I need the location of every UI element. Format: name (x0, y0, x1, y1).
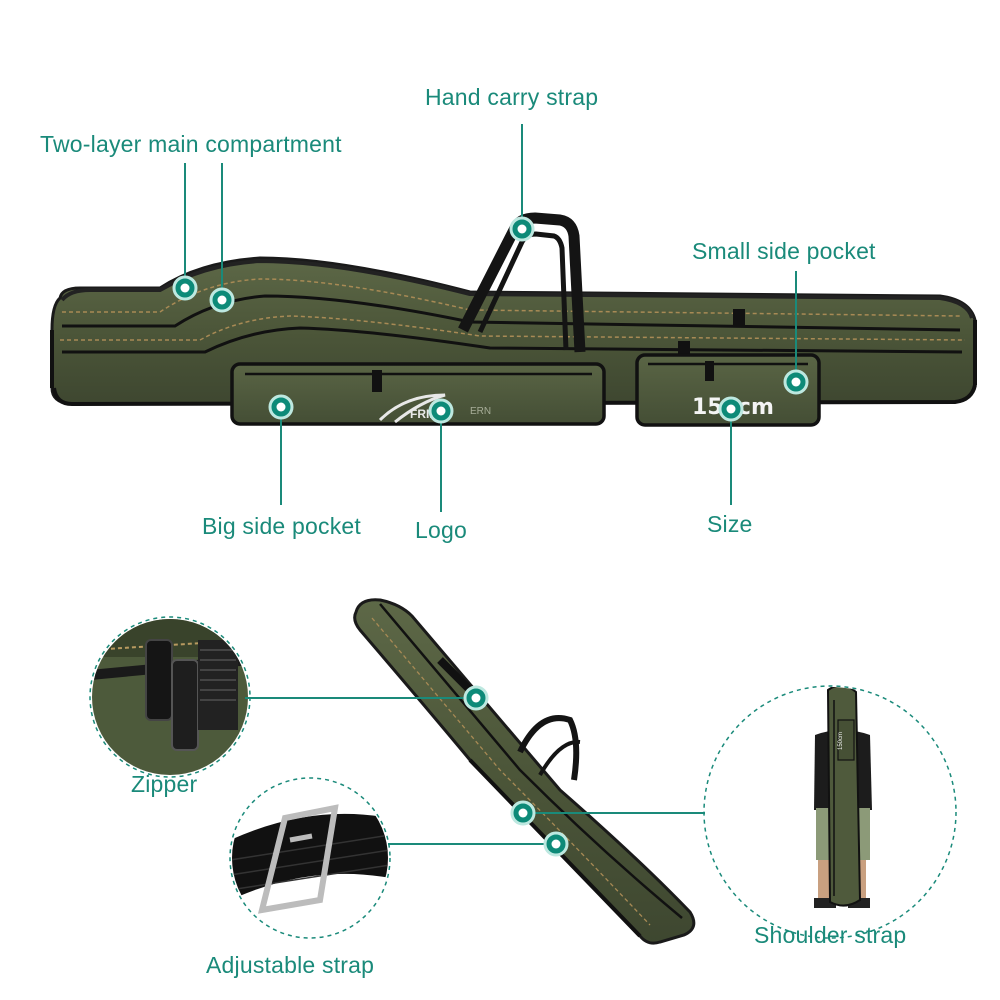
label-logo: Logo (415, 517, 467, 543)
svg-text:ERN: ERN (470, 406, 491, 417)
marker-logo (428, 398, 454, 424)
label-hand-carry-strap: Hand carry strap (425, 84, 599, 110)
marker-size (718, 396, 744, 422)
callout-markers-top (172, 216, 809, 424)
marker-main-compartment-2 (209, 287, 235, 313)
marker-hand-strap (509, 216, 535, 242)
label-small-side-pocket: Small side pocket (692, 238, 876, 264)
small-side-pocket: 150cm (635, 353, 821, 427)
marker-zipper (463, 685, 489, 711)
label-size: Size (707, 511, 753, 537)
label-big-side-pocket: Big side pocket (202, 513, 361, 539)
zipper-detail (89, 616, 251, 778)
big-side-pocket: FRID ERN (230, 362, 606, 426)
label-shoulder-strap: Shoulder strap (754, 922, 907, 948)
marker-adjustable-strap (543, 831, 569, 857)
label-adjustable-strap: Adjustable strap (206, 952, 375, 978)
marker-shoulder-strap (510, 800, 536, 826)
diagonal-bag (353, 598, 696, 945)
marker-main-compartment-1 (172, 275, 198, 301)
marker-big-pocket (268, 394, 294, 420)
marker-small-pocket (783, 369, 809, 395)
shoulder-strap-detail: 150cm (703, 685, 957, 939)
mini-size-print: 150cm (838, 732, 844, 750)
leader-lines-top (184, 124, 797, 512)
label-main-compartment: Two-layer main compartment (40, 131, 342, 157)
leader-lines-bottom (245, 697, 705, 845)
adjustable-strap-detail (229, 777, 391, 939)
label-zipper: Zipper (131, 771, 198, 797)
callout-markers-bottom (463, 685, 569, 857)
